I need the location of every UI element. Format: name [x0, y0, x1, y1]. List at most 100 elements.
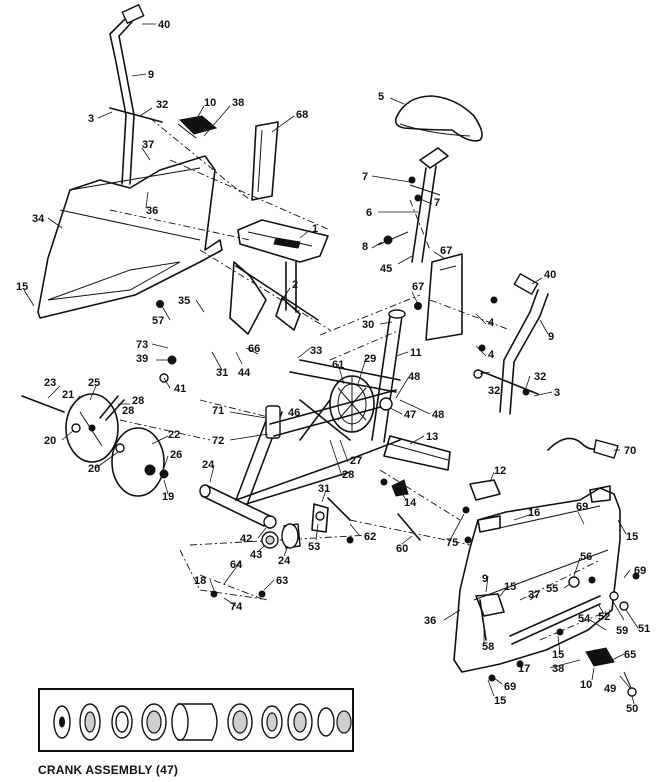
part-label-l58: 58 — [482, 641, 494, 653]
part-label-l30: 30 — [362, 319, 374, 331]
part-label-l51: 51 — [638, 623, 650, 635]
part-label-l4a: 4 — [488, 317, 495, 329]
crank-assembly-parts — [53, 703, 352, 741]
part-label-l8: 8 — [362, 241, 368, 253]
part-label-l70: 70 — [624, 445, 636, 457]
part-label-l67b: 67 — [412, 281, 424, 293]
part-label-l18: 18 — [194, 575, 206, 587]
part-label-l46: 46 — [288, 407, 300, 419]
part-label-l38a: 38 — [232, 97, 244, 109]
part-label-l12: 12 — [494, 465, 506, 477]
part-label-l14: 14 — [404, 497, 417, 509]
part-label-l55: 55 — [546, 583, 558, 595]
part-label-l67a: 67 — [440, 245, 452, 257]
part-label-l3a: 3 — [88, 113, 94, 125]
part-label-l24a: 24 — [202, 459, 215, 471]
part-label-l31b: 31 — [318, 483, 330, 495]
part-label-l36: 36 — [146, 205, 158, 217]
right-pedal — [479, 576, 637, 697]
part-label-l63: 63 — [276, 575, 288, 587]
part-label-l2: 2 — [292, 279, 298, 291]
flywheel — [329, 375, 393, 433]
part-label-l48b: 48 — [432, 409, 444, 421]
part-label-l17: 17 — [518, 663, 530, 675]
part-label-l60: 60 — [396, 543, 408, 555]
crank-assembly-inset — [38, 688, 354, 752]
tension-rod — [391, 479, 421, 541]
part-label-l27: 27 — [350, 455, 362, 467]
part-label-l26: 26 — [170, 449, 182, 461]
part-label-l38b: 38 — [552, 663, 564, 675]
part-label-l7b: 7 — [434, 197, 440, 209]
part-label-l7a: 7 — [362, 171, 368, 183]
part-label-l59: 59 — [616, 625, 628, 637]
part-label-l49: 49 — [604, 683, 616, 695]
part-label-l43: 43 — [250, 549, 262, 561]
part-label-l42: 42 — [240, 533, 252, 545]
part-label-l65: 65 — [624, 649, 636, 661]
part-label-l35: 35 — [178, 295, 190, 307]
part-label-l56: 56 — [580, 551, 592, 563]
part-label-l20a: 20 — [44, 435, 56, 447]
part-label-l44: 44 — [238, 367, 251, 379]
part-label-l23: 23 — [44, 377, 56, 389]
part-label-l34: 34 — [32, 213, 45, 225]
part-label-l32c: 32 — [534, 371, 546, 383]
part-label-l50: 50 — [626, 703, 638, 715]
right-side-panel — [425, 253, 463, 341]
part-label-l62: 62 — [364, 531, 376, 543]
part-label-l37a: 37 — [142, 139, 154, 151]
small-fasteners — [210, 478, 640, 682]
part-label-l9c: 9 — [482, 573, 488, 585]
part-label-l47: 47 — [404, 409, 416, 421]
part-label-l57: 57 — [152, 315, 164, 327]
part-label-l11: 11 — [410, 347, 422, 359]
part-label-l45: 45 — [380, 263, 392, 275]
part-label-l24b: 24 — [278, 555, 291, 567]
pedal-top — [177, 115, 218, 139]
flywheel-disc-22 — [111, 427, 165, 497]
part-label-l71: 71 — [212, 405, 224, 417]
part-label-l28a: 28 — [132, 395, 144, 407]
part-label-l15a: 15 — [16, 281, 28, 293]
part-label-l25: 25 — [88, 377, 100, 389]
part-label-l3b: 3 — [554, 387, 560, 399]
console-bracket — [251, 121, 279, 201]
part-label-l61: 61 — [332, 359, 344, 371]
part-label-l21: 21 — [62, 389, 74, 401]
part-label-l10b: 10 — [580, 679, 592, 691]
part-label-l29: 29 — [364, 353, 376, 365]
part-label-l9b: 9 — [548, 331, 554, 343]
part-label-l72: 72 — [212, 435, 224, 447]
part-label-l19: 19 — [162, 491, 174, 503]
part-label-l64: 64 — [230, 559, 243, 571]
part-label-l6: 6 — [366, 207, 372, 219]
part-label-l4b: 4 — [488, 349, 495, 361]
right-handlebar — [477, 272, 549, 415]
part-label-l68: 68 — [296, 109, 308, 121]
part-label-l40b: 40 — [544, 269, 556, 281]
part-label-l37b: 37 — [528, 589, 540, 601]
part-label-l31a: 31 — [216, 367, 228, 379]
part-label-l52: 52 — [598, 611, 610, 623]
part-label-l13: 13 — [426, 431, 438, 443]
part-label-l69b: 69 — [634, 565, 646, 577]
part-label-l10a: 10 — [204, 97, 216, 109]
part-label-l69a: 69 — [576, 501, 588, 513]
part-label-l9a: 9 — [148, 69, 154, 81]
part-label-l32a: 32 — [156, 99, 168, 111]
small-hardware — [21, 176, 530, 479]
part-label-l39: 39 — [136, 353, 148, 365]
console — [237, 219, 329, 313]
part-label-l20b: 20 — [88, 463, 100, 475]
part-label-l41: 41 — [174, 383, 186, 395]
part-label-l16: 16 — [528, 507, 540, 519]
right-side-shroud — [453, 485, 621, 673]
seat-post — [377, 147, 449, 263]
ac-adapter — [547, 437, 619, 459]
seat — [394, 95, 483, 142]
part-label-l32b: 32 — [488, 385, 500, 397]
part-label-l48a: 48 — [408, 371, 420, 383]
part-label-l28b: 28 — [122, 405, 134, 417]
